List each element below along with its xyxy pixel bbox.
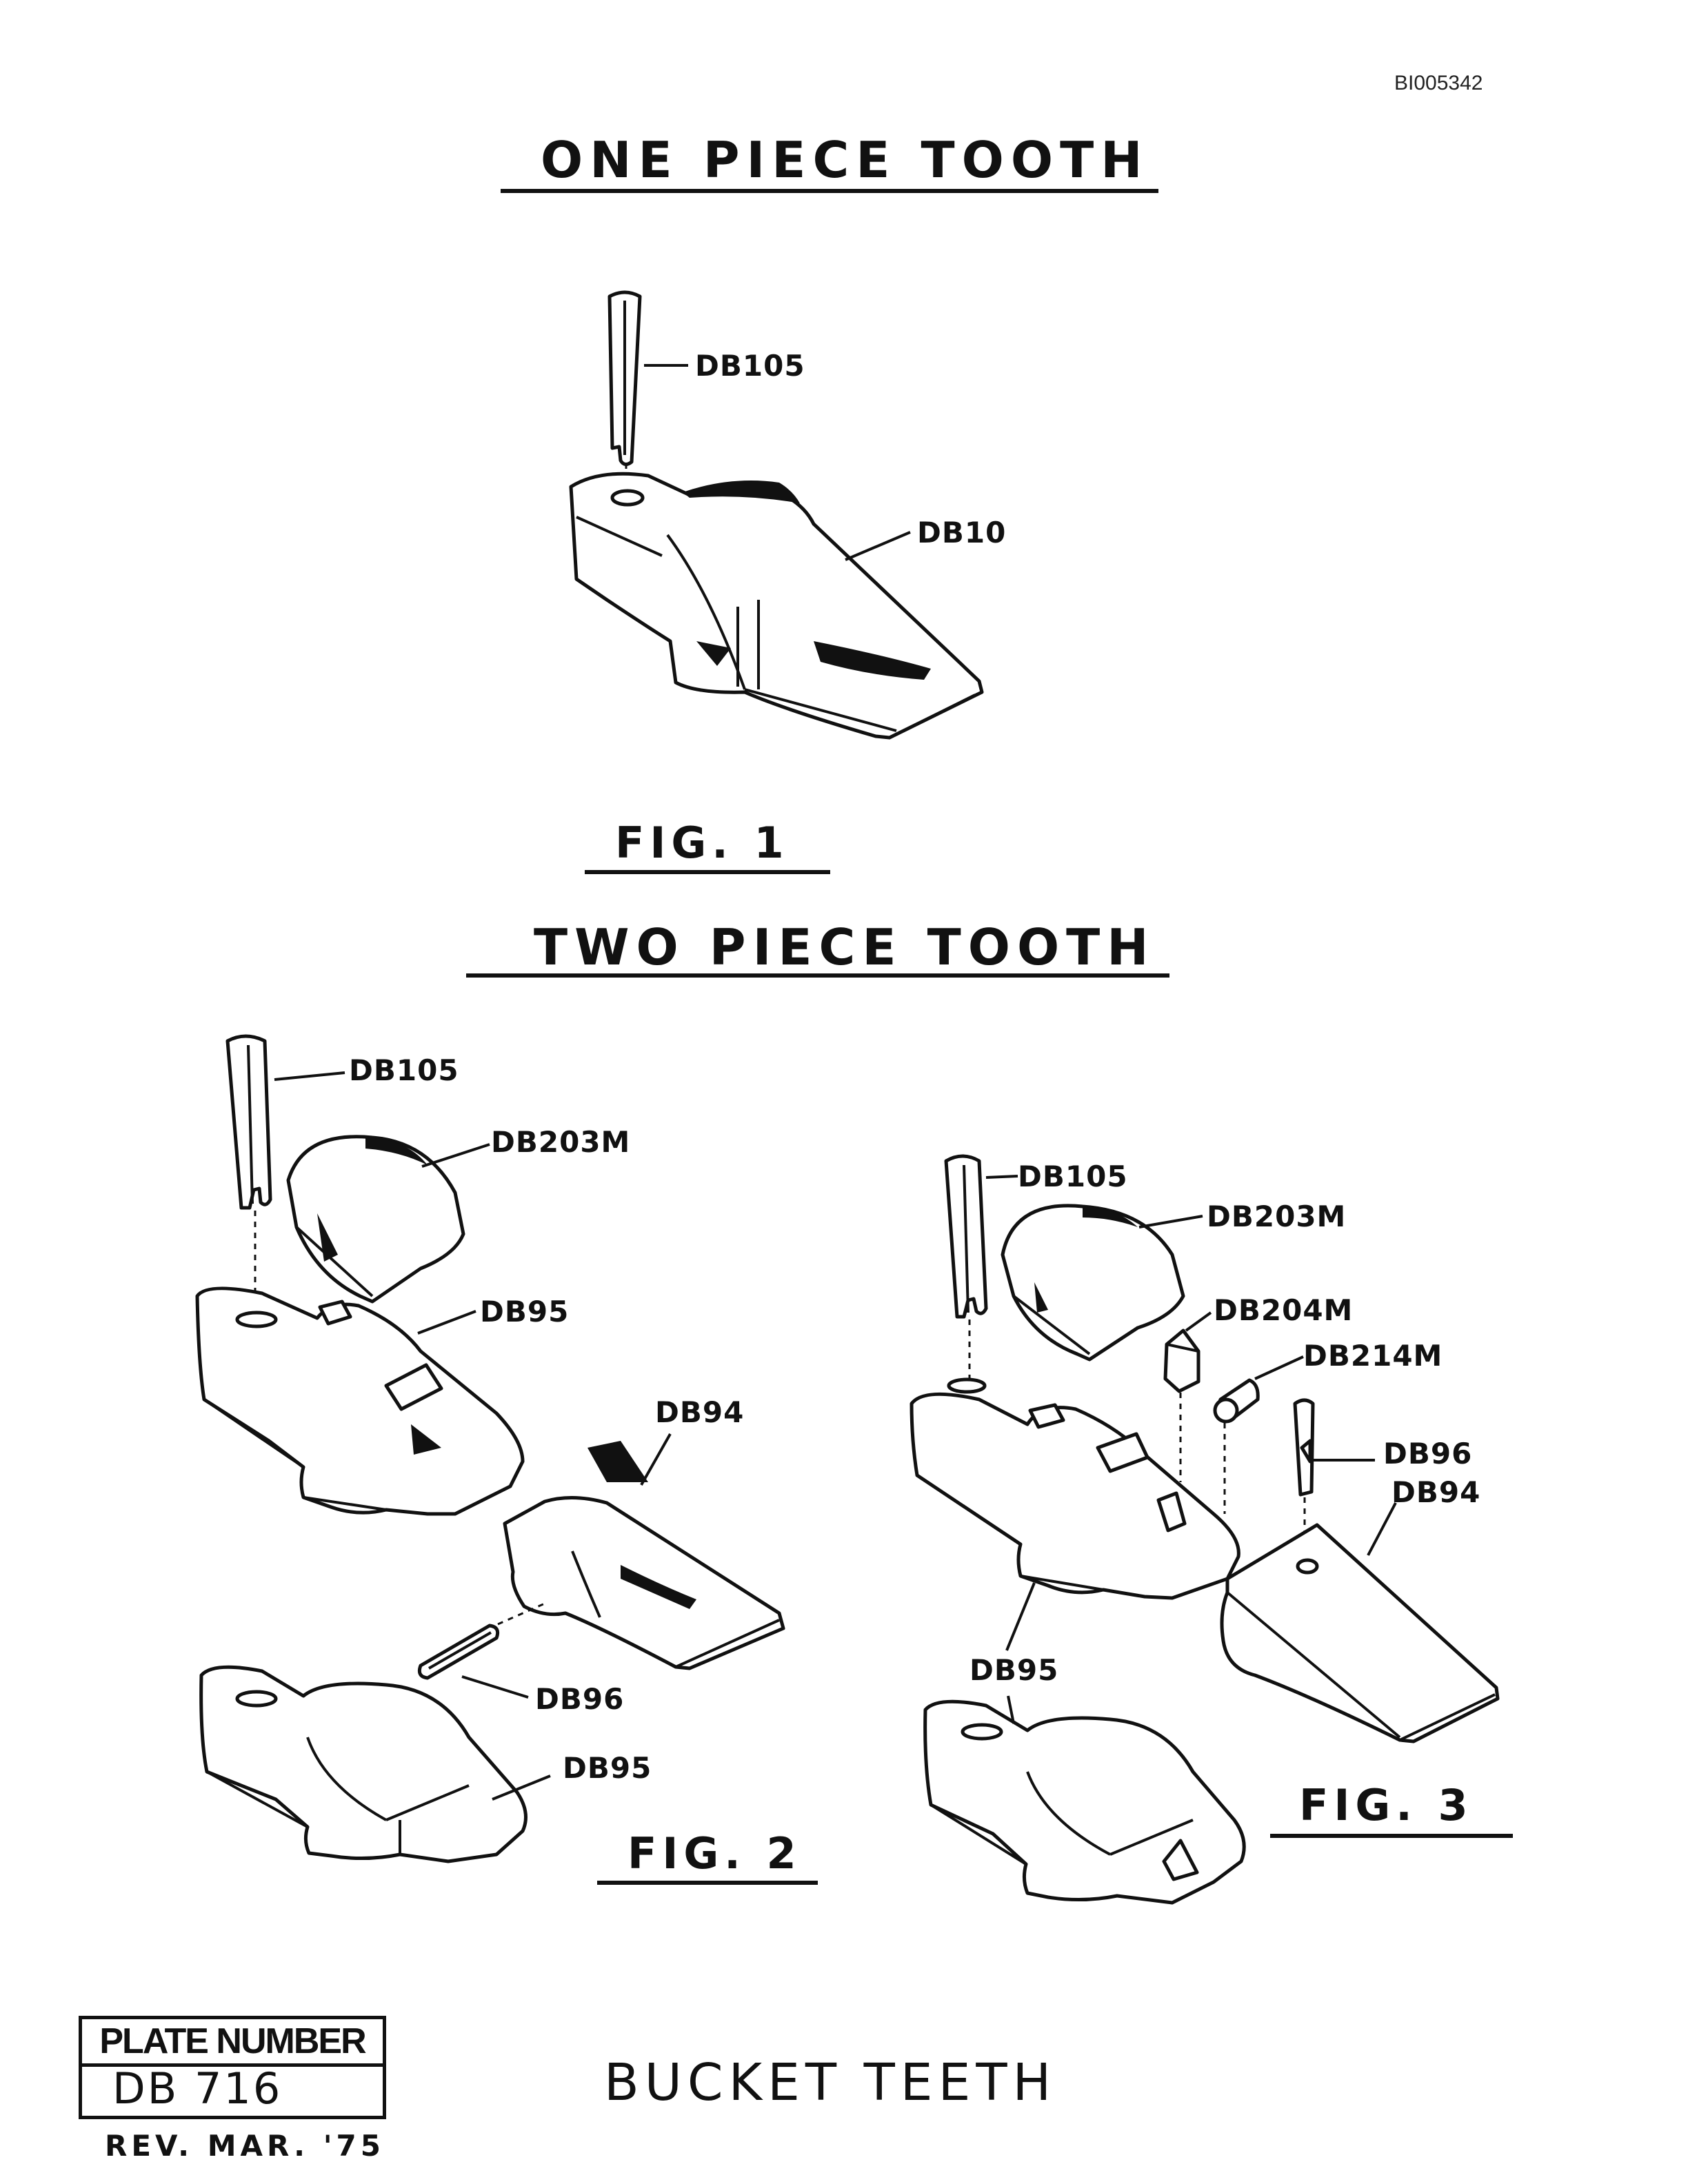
fig2-adapter-db95 xyxy=(195,1286,525,1516)
fig3-label-db214m: DB214M xyxy=(1303,1339,1443,1373)
fig2-point-pin-db96 xyxy=(417,1624,500,1680)
fig2-pin-db105 xyxy=(225,1034,272,1210)
fig2-label-db94: DB94 xyxy=(655,1395,745,1429)
leader-line xyxy=(985,1175,1018,1179)
fig3-point-pin-db96 xyxy=(1293,1398,1315,1497)
figure-caption-3: FIG. 3 xyxy=(1299,1780,1474,1830)
leader-line xyxy=(421,1143,490,1168)
fig2-label-db95: DB95 xyxy=(480,1295,570,1328)
fig3-adapter-assembly xyxy=(910,1377,1240,1600)
leader-line xyxy=(640,1433,672,1486)
fig2-label-db96: DB96 xyxy=(535,1682,625,1716)
fig3-label-db203m: DB203M xyxy=(1207,1200,1347,1233)
leader-line xyxy=(1367,1502,1397,1556)
fig2-label-db95-lower: DB95 xyxy=(563,1751,652,1785)
plate-number-box: PLATE NUMBER DB 716 xyxy=(79,2016,386,2119)
fig2-label-db203m: DB203M xyxy=(491,1125,631,1159)
leader-line xyxy=(1254,1355,1304,1380)
leader-line xyxy=(1138,1215,1203,1228)
fig1-pin-db105 xyxy=(607,290,642,466)
revision-date: REV. MAR. '75 xyxy=(105,2129,385,2163)
plate-number-title: PLATE NUMBER xyxy=(82,2019,383,2067)
fig3-label-db105: DB105 xyxy=(1018,1160,1128,1193)
caption-underline xyxy=(1270,1834,1513,1838)
heading-two-piece-tooth: TWO PIECE TOOTH xyxy=(534,918,1156,976)
leader-line xyxy=(1007,1695,1015,1724)
leader-line xyxy=(461,1675,529,1699)
footer-title: BUCKET TEETH xyxy=(604,2053,1057,2112)
plate-number-value: DB 716 xyxy=(112,2063,283,2114)
fig3-label-db204m: DB204M xyxy=(1214,1293,1354,1327)
figure-caption-1: FIG. 1 xyxy=(615,818,790,868)
heading-underline xyxy=(501,189,1158,193)
fig3-wedge-db204m xyxy=(1163,1328,1200,1393)
fig1-one-piece-tooth-db10 xyxy=(569,472,984,740)
fig1-label-db105: DB105 xyxy=(695,349,805,383)
leader-line xyxy=(417,1310,476,1335)
fig2-cap-db203m xyxy=(286,1135,465,1304)
fig3-label-db94: DB94 xyxy=(1391,1475,1481,1509)
fig3-point-db94 xyxy=(1220,1523,1500,1743)
heading-one-piece-tooth: ONE PIECE TOOTH xyxy=(541,131,1149,189)
figure-caption-2: FIG. 2 xyxy=(627,1828,802,1879)
heading-underline xyxy=(466,973,1169,978)
leader-line xyxy=(845,531,911,561)
fig3-label-db96: DB96 xyxy=(1383,1437,1473,1470)
fig1-label-db10: DB10 xyxy=(917,516,1007,549)
fig3-pin-db105 xyxy=(944,1154,988,1319)
fig2-point-db94 xyxy=(503,1441,785,1670)
fig3-label-db95: DB95 xyxy=(969,1653,1059,1687)
leader-line xyxy=(274,1071,345,1081)
fig3-lower-adapter-db95 xyxy=(923,1699,1246,1905)
leader-line xyxy=(492,1775,551,1801)
caption-underline xyxy=(585,870,830,874)
leader-line xyxy=(1005,1582,1036,1651)
reference-code: BI005342 xyxy=(1394,72,1483,94)
leader-line xyxy=(1185,1311,1212,1332)
fig3-plug-db214m xyxy=(1213,1378,1260,1424)
caption-underline xyxy=(597,1881,818,1885)
fig3-cap-db203m xyxy=(1001,1204,1185,1362)
fig2-point-pin-guide xyxy=(497,1602,545,1626)
fig2-label-db105: DB105 xyxy=(349,1053,459,1087)
fig2-lower-adapter-db95 xyxy=(199,1665,528,1863)
